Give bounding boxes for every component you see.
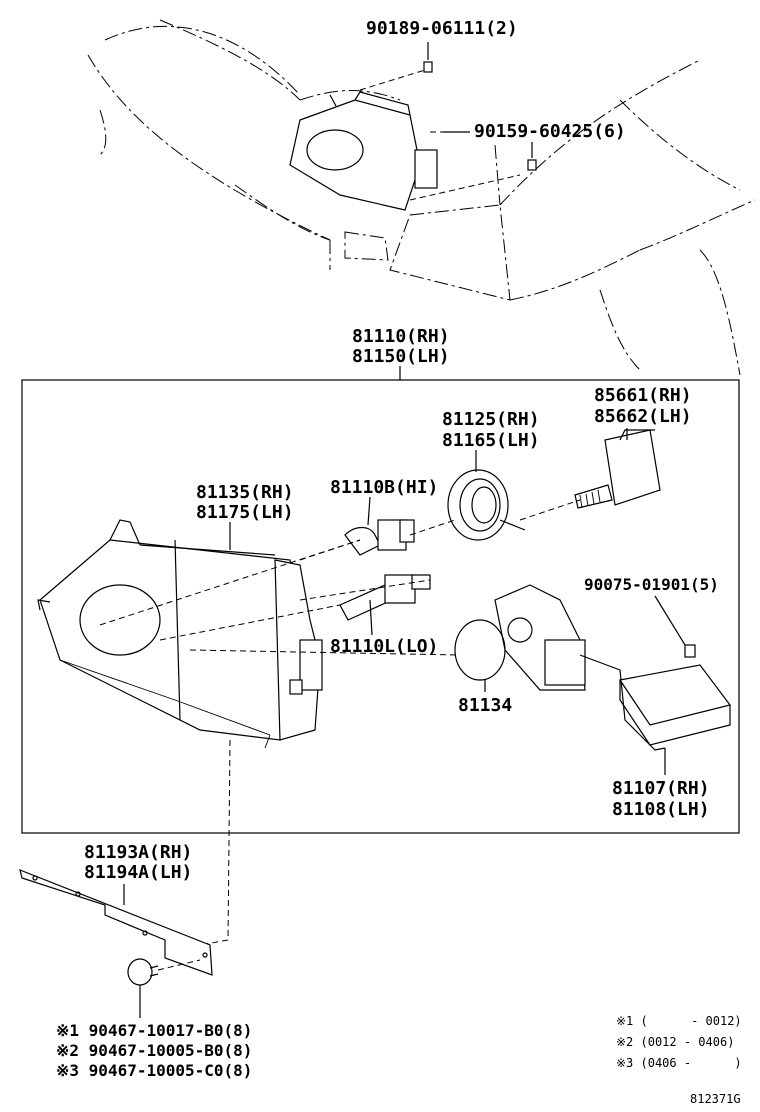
label-gasket: 81134 — [458, 695, 512, 716]
label-screw-right: 90075-01901(5) — [584, 575, 719, 594]
screw-icon — [527, 142, 537, 171]
socket-cover-illustration — [447, 469, 526, 541]
label-bolt-top: 90189-06111(2) — [366, 18, 518, 39]
vehicle-front-outline — [87, 19, 756, 376]
label-bulb-hi: 81110B(HI) — [330, 477, 438, 498]
bolt-icon — [423, 42, 433, 73]
note-range-1: ※1 ( - 0012) — [616, 1014, 742, 1028]
leader-lines — [229, 428, 686, 775]
label-actuator-lh: 85662(LH) — [594, 406, 692, 427]
figure-id: 812371G — [690, 1092, 741, 1106]
label-socket-lh: 81165(LH) — [442, 430, 540, 451]
headlamp-installed-illustration — [289, 69, 521, 211]
assembly-frame — [21, 379, 740, 834]
label-bulb-lo: 81110L(LO) — [330, 636, 438, 657]
label-assembly-rh: 81110(RH) — [352, 326, 450, 347]
label-unit-rh: 81135(RH) — [196, 482, 294, 503]
label-clip-2: ※2 90467-10005-B0(8) — [56, 1041, 252, 1060]
headlamp-unit-illustration — [37, 519, 323, 749]
label-clip-3: ※3 90467-10005-C0(8) — [56, 1061, 252, 1080]
bulb-hi-illustration — [344, 519, 415, 556]
label-assembly-lh: 81150(LH) — [352, 346, 450, 367]
leveling-actuator-illustration — [574, 429, 661, 509]
label-bracket-rh: 81193A(RH) — [84, 842, 192, 863]
label-screw-top: 90159-60425(6) — [474, 121, 626, 142]
label-ballast-rh: 81107(RH) — [612, 778, 710, 799]
bracket-illustration — [19, 869, 213, 976]
leveling-motor-illustration — [494, 584, 641, 736]
ballast-unit-illustration — [618, 644, 732, 751]
bulb-lo-illustration — [339, 574, 431, 621]
label-clip-1: ※1 90467-10017-B0(8) — [56, 1021, 252, 1040]
clip-illustration — [127, 958, 201, 986]
label-socket-rh: 81125(RH) — [442, 409, 540, 430]
label-unit-lh: 81175(LH) — [196, 502, 294, 523]
note-range-2: ※2 (0012 - 0406) — [616, 1035, 734, 1049]
alignment-lines — [99, 499, 581, 946]
gasket-ring-illustration — [454, 619, 506, 681]
label-bracket-lh: 81194A(LH) — [84, 862, 192, 883]
label-actuator-rh: 85661(RH) — [594, 385, 692, 406]
note-range-3: ※3 (0406 - ) — [616, 1056, 742, 1070]
label-ballast-lh: 81108(LH) — [612, 799, 710, 820]
